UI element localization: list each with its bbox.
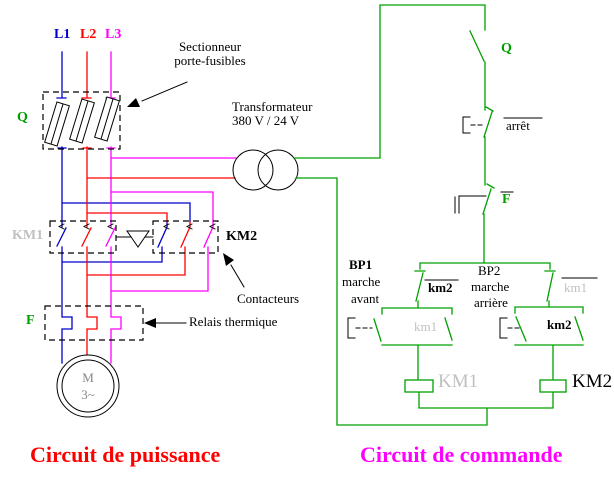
relais-arrow: [144, 318, 187, 328]
sectionneur-caption: Sectionneur porte-fusibles: [158, 40, 262, 67]
nc-contact-overlines: [424, 277, 598, 281]
transformer-caption: Transformateur 380 V / 24 V: [232, 100, 312, 127]
bp1-label-line3: avant: [351, 291, 380, 306]
bp1-pushbutton-actuator: [347, 317, 373, 339]
relais-caption: Relais thermique: [189, 314, 278, 329]
phase-label-l2: L2: [80, 27, 97, 42]
km1-nc-contact-label: km1: [564, 280, 588, 295]
phase-label-l1: L1: [54, 27, 71, 42]
km1-power-label: KM1: [12, 228, 44, 243]
motor-symbol: [56, 354, 120, 418]
sectionneur-caption-line1: Sectionneur: [178, 39, 242, 54]
sectionneur-arrow: [127, 81, 188, 107]
phase-l1-wires: [56, 51, 191, 364]
km1-no-contact-label: km1: [414, 319, 438, 334]
power-circuit-title: Circuit de puissance: [30, 442, 221, 467]
command-q-label: Q: [501, 41, 512, 56]
command-circuit-title: Circuit de commande: [360, 442, 563, 467]
arret-label: arrêt: [506, 118, 530, 133]
motor-letter: M: [82, 370, 94, 385]
bp1-label-line2: marche: [342, 274, 381, 289]
thermal-relay-symbol: [44, 305, 144, 341]
thermal-trip-actuator: [454, 191, 514, 214]
sectionneur-caption-line2: porte-fusibles: [174, 52, 246, 68]
disconnector-label-q: Q: [17, 110, 28, 125]
km1-coil-label: KM1: [438, 371, 479, 392]
motor-type: 3~: [81, 387, 95, 402]
km1-coil: [404, 379, 434, 393]
bp2-pushbutton-actuator: [499, 317, 521, 339]
control-circuit-wires: [293, 4, 584, 426]
bp2-label: BP2: [478, 263, 501, 278]
thermal-relay-label-f: F: [26, 313, 35, 328]
phase-label-l3: L3: [105, 27, 122, 42]
contactor-km2-symbol: [152, 220, 219, 254]
bp2-label-line2: marche: [471, 279, 510, 294]
km2-no-contact-label: km2: [547, 317, 572, 332]
km2-nc-contact-label: km2: [428, 280, 453, 295]
km2-power-label: KM2: [226, 229, 258, 244]
transformer-caption-line2: 380 V / 24 V: [232, 112, 300, 128]
command-f-label: F: [502, 192, 511, 207]
fuse-disconnector-symbol: [42, 91, 121, 150]
km2-coil-label: KM2: [572, 371, 613, 392]
contacteurs-caption: Contacteurs: [237, 291, 300, 306]
contacteurs-arrow: [223, 253, 245, 288]
bp1-label: BP1: [349, 257, 373, 272]
bp2-label-line3: arrière: [474, 295, 508, 310]
transformer-symbol: [232, 149, 299, 191]
mechanical-interlock-symbol: [115, 230, 154, 248]
arret-pushbutton-actuator: [462, 116, 543, 134]
km2-coil: [539, 379, 567, 393]
contact-terminal-marks: [57, 223, 216, 230]
transformer-caption-line1: Transformateur: [232, 99, 313, 114]
